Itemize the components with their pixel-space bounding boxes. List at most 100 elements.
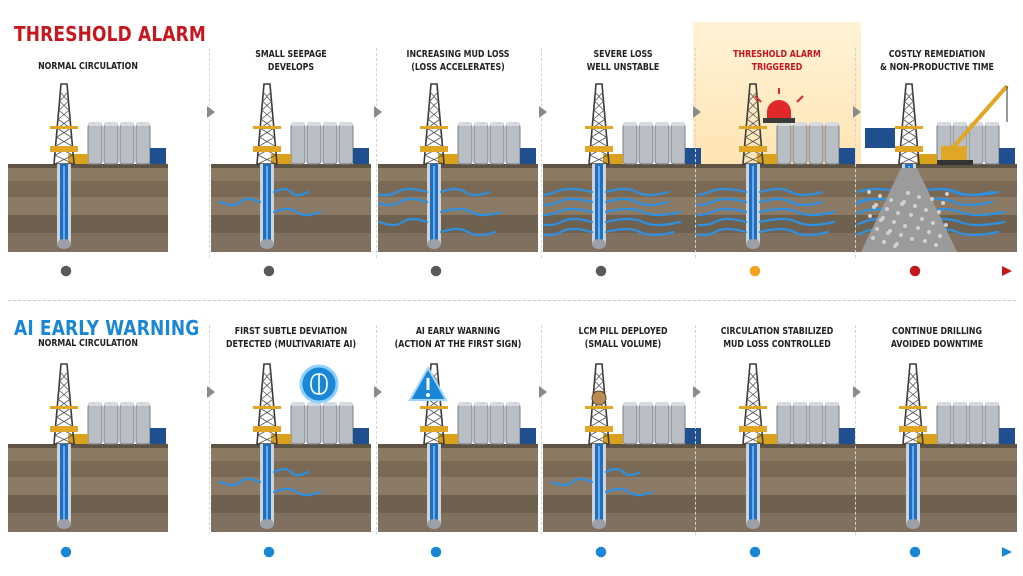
- timeline-node: [429, 545, 443, 559]
- drilling-site-scene: [543, 83, 703, 252]
- drilling-site-scene: [857, 363, 1017, 532]
- rock-stratum: [211, 197, 371, 215]
- storage-tank: [306, 403, 322, 445]
- rock-stratum: [211, 181, 371, 197]
- storage-tank: [776, 403, 792, 445]
- drill-bit: [260, 519, 274, 529]
- mud-loss-fracture: [697, 217, 748, 227]
- rock-stratum: [857, 461, 1017, 477]
- timeline-node: [429, 264, 443, 278]
- stage-separator: [695, 48, 696, 258]
- rock-stratum: [8, 461, 168, 477]
- rock-stratum: [8, 233, 168, 252]
- stage-separator: [376, 325, 377, 535]
- mud-loss-fracture: [758, 217, 836, 227]
- stage-separator: [209, 48, 210, 258]
- rock-stratum: [211, 447, 371, 461]
- stage-label: NORMAL CIRCULATION: [14, 60, 161, 73]
- storage-tank: [87, 403, 103, 445]
- rock-stratum: [8, 513, 168, 532]
- mud-loss-fracture: [604, 217, 682, 227]
- pump-unit: [520, 148, 536, 164]
- rock-stratum: [8, 447, 168, 461]
- stage-separator: [855, 48, 856, 258]
- pump-unit: [999, 148, 1015, 164]
- drill-bit: [57, 519, 71, 529]
- pump-unit: [839, 148, 855, 164]
- storage-tank: [103, 403, 119, 445]
- storage-tank: [654, 123, 670, 165]
- rock-stratum: [543, 477, 703, 495]
- rock-stratum: [378, 197, 538, 215]
- rock-stratum: [8, 495, 168, 513]
- mud-loss-fracture: [378, 187, 429, 197]
- stage-label-line: NORMAL CIRCULATION: [38, 338, 138, 349]
- rock-stratum: [543, 447, 703, 461]
- stage-label: NORMAL CIRCULATION: [14, 337, 161, 350]
- stage-label-line: & NON-PRODUCTIVE TIME: [880, 62, 994, 73]
- storage-tank: [135, 123, 151, 165]
- storage-tank: [473, 123, 489, 165]
- storage-tank: [119, 123, 135, 165]
- storage-tank: [505, 403, 521, 445]
- mud-loss-fracture: [604, 487, 654, 497]
- rock-stratum: [697, 447, 857, 461]
- drill-bit: [592, 519, 606, 529]
- timeline-node: [59, 264, 73, 278]
- drilling-site-scene: [378, 363, 538, 532]
- timeline-node: [908, 264, 922, 278]
- stage-arrow-icon: [207, 106, 215, 118]
- storage-tank: [670, 403, 686, 445]
- mud-loss-fracture: [697, 187, 748, 196]
- stage-label: LCM PILL DEPLOYED(SMALL VOLUME): [549, 325, 696, 351]
- stage-arrow-icon: [539, 106, 547, 118]
- rock-stratum: [543, 513, 703, 532]
- storage-tank: [984, 123, 1000, 165]
- drill-bit: [260, 239, 274, 249]
- timeline-node: [908, 545, 922, 559]
- mud-loss-fracture: [218, 197, 262, 207]
- drilling-site-scene: [378, 83, 538, 252]
- rock-stratum: [211, 167, 371, 181]
- mud-loss-fracture: [697, 197, 748, 207]
- timeline-arrowhead-icon: [1002, 547, 1012, 557]
- rock-stratum: [857, 477, 1017, 495]
- drilling-site-scene: [211, 83, 371, 252]
- storage-tank: [338, 123, 354, 165]
- storage-tank: [135, 403, 151, 445]
- drill-bit: [906, 519, 920, 529]
- mud-loss-fracture: [439, 187, 491, 197]
- mud-loss-fracture: [550, 477, 594, 487]
- mud-loss-fracture: [543, 227, 594, 237]
- mud-loss-fracture: [543, 197, 594, 207]
- storage-tank: [638, 403, 654, 445]
- pump-unit: [520, 428, 536, 444]
- rock-stratum: [8, 477, 168, 495]
- rock-stratum: [211, 461, 371, 477]
- pump-unit: [150, 428, 166, 444]
- storage-tank: [968, 403, 984, 445]
- timeline-node: [748, 264, 762, 278]
- mud-loss-fracture: [697, 207, 748, 217]
- rock-stratum: [378, 461, 538, 477]
- drill-bit: [57, 239, 71, 249]
- storage-tank: [505, 123, 521, 165]
- drill-bit: [427, 239, 441, 249]
- stage-arrow-icon: [207, 386, 215, 398]
- stage-separator: [855, 325, 856, 535]
- mud-loss-fracture: [439, 227, 497, 237]
- storage-tank: [984, 403, 1000, 445]
- pump-unit: [150, 148, 166, 164]
- mud-loss-fracture: [272, 207, 322, 217]
- storage-tank: [103, 123, 119, 165]
- stage-label: INCREASING MUD LOSS(LOSS ACCELERATES): [384, 48, 531, 74]
- timeline-node: [748, 545, 762, 559]
- stage-separator: [695, 325, 696, 535]
- storage-tank: [936, 403, 952, 445]
- storage-tank: [338, 403, 354, 445]
- stage-label-line: (LOSS ACCELERATES): [411, 62, 505, 73]
- storage-tank: [776, 123, 792, 165]
- rock-stratum: [211, 477, 371, 495]
